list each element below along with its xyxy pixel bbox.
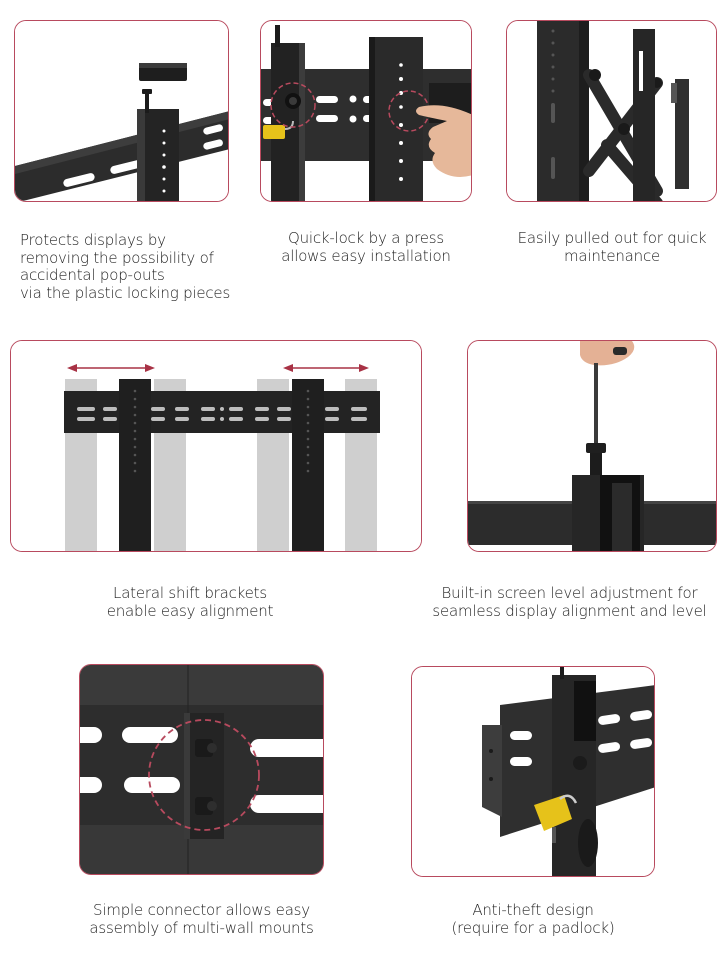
caption-line: allows easy installation — [281, 246, 451, 265]
feature-image-level-adjust — [467, 340, 717, 552]
caption-line: Quick-lock by a press — [287, 229, 445, 247]
caption-line: maintenance — [563, 246, 661, 265]
caption-line: removing the possibility of — [20, 248, 214, 267]
caption-line: Simple connector allows easy — [93, 901, 310, 919]
caption-line: accidental pop-outs — [20, 266, 165, 284]
caption-lateral-shift: Lateral shift brackets enable easy align… — [60, 584, 320, 620]
caption-line: seamless display alignment and level — [432, 601, 707, 620]
caption-line: Anti-theft design — [472, 901, 594, 919]
caption-quick-lock: Quick-lock by a press allows easy instal… — [258, 229, 474, 265]
caption-line: via the plastic locking pieces — [20, 283, 231, 302]
caption-line: Lateral shift brackets — [113, 584, 267, 602]
feature-image-pull-out — [506, 20, 717, 202]
feature-image-lateral-shift — [10, 340, 422, 552]
feature-image-anti-theft — [411, 666, 655, 877]
feature-image-locking-pieces — [14, 20, 229, 202]
caption-line: assembly of multi-wall mounts — [89, 918, 314, 937]
feature-image-quick-lock — [260, 20, 472, 202]
caption-line: Protects displays by — [20, 231, 166, 249]
caption-level-adjust: Built-in screen level adjustment for sea… — [412, 584, 727, 620]
caption-line: Easily pulled out for quick — [517, 229, 707, 247]
caption-line: enable easy alignment — [106, 601, 274, 620]
caption-locking-pieces: Protects displays by removing the possib… — [20, 231, 231, 302]
feature-image-connector — [79, 664, 324, 875]
caption-line: Built-in screen level adjustment for — [441, 584, 698, 602]
caption-connector: Simple connector allows easy assembly of… — [60, 901, 343, 937]
caption-anti-theft: Anti-theft design (require for a padlock… — [400, 901, 666, 937]
caption-pull-out: Easily pulled out for quick maintenance — [500, 229, 724, 265]
caption-line: (require for a padlock) — [451, 918, 615, 937]
